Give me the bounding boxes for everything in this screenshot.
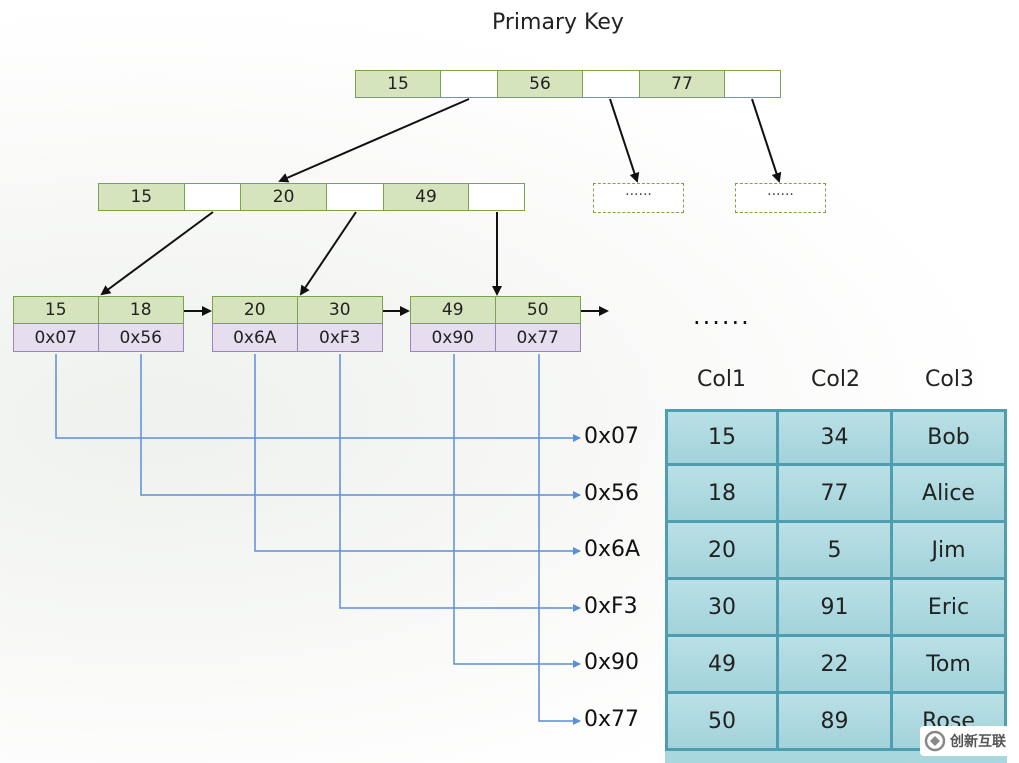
leaf-node: 20 30 0x6A 0xF3 [212, 296, 383, 352]
root-pointer [441, 71, 498, 97]
table-column-header: Col2 [811, 367, 860, 392]
root-key: 15 [356, 71, 441, 97]
placeholder-node: ...... [593, 183, 684, 213]
leaf-key: 30 [297, 296, 383, 324]
more-leaves-ellipsis: ...... [693, 302, 751, 330]
table-cell: Alice [893, 466, 1007, 523]
tree-pointer-arrow [100, 211, 214, 296]
table-row: 15 34 Bob [665, 409, 1007, 466]
tree-pointer-arrow [278, 98, 470, 183]
leaf-key: 20 [212, 296, 298, 324]
diagram-title: Primary Key [492, 10, 624, 35]
address-label: 0x90 [584, 650, 640, 675]
table-row: 20 5 Jim [665, 523, 1007, 580]
table-row: 18 77 Alice [665, 466, 1007, 523]
table-column-header: Col3 [925, 367, 974, 392]
address-label: 0x6A [584, 537, 641, 562]
tree-pointer-arrow [609, 98, 640, 183]
table-cell: 5 [779, 523, 893, 580]
watermark-text: 创新互联 [950, 734, 1006, 750]
table-cell: 49 [665, 637, 779, 694]
table-row: 49 22 Tom [665, 637, 1007, 694]
internal-pointer [469, 184, 524, 210]
table-cell: 18 [665, 466, 779, 523]
internal-key: 15 [99, 184, 185, 210]
table-cell: 22 [779, 637, 893, 694]
address-link [339, 354, 581, 612]
address-link [140, 354, 581, 499]
address-link [254, 354, 581, 555]
table-cell: 89 [779, 694, 893, 751]
root-pointer [583, 71, 640, 97]
leaf-key: 18 [98, 296, 184, 324]
table-cell: Bob [893, 409, 1007, 466]
data-table: 15 34 Bob 18 77 Alice 20 5 Jim 30 91 Eri… [665, 409, 1007, 763]
address-label: 0x56 [584, 481, 640, 506]
table-cell: 20 [665, 523, 779, 580]
address-label: 0xF3 [584, 594, 638, 619]
internal-pointer [184, 184, 242, 210]
leaf-node: 49 50 0x90 0x77 [410, 296, 581, 352]
address-label: 0x07 [584, 424, 640, 449]
leaf-node: 15 18 0x07 0x56 [13, 296, 184, 352]
table-cell: 77 [779, 466, 893, 523]
address-link [453, 354, 581, 668]
internal-pointer [326, 184, 384, 210]
address-link [55, 354, 581, 442]
table-cell: Eric [893, 580, 1007, 637]
leaf-address: 0x6A [212, 324, 298, 352]
table-cell: 15 [665, 409, 779, 466]
placeholder-node: ...... [735, 183, 826, 213]
root-node: 15 56 77 [355, 70, 781, 98]
table-column-header: Col1 [697, 367, 746, 392]
leaf-address: 0x77 [495, 324, 581, 352]
leaf-key: 50 [495, 296, 581, 324]
internal-node: 15 20 49 [98, 183, 525, 211]
leaf-address: 0x90 [410, 324, 496, 352]
leaf-address: 0x07 [13, 324, 99, 352]
internal-key: 49 [383, 184, 470, 210]
root-pointer [725, 71, 779, 97]
leaf-address: 0xF3 [297, 324, 383, 352]
address-link [538, 354, 581, 725]
root-key: 56 [498, 71, 583, 97]
table-cell: 91 [779, 580, 893, 637]
leaf-key: 15 [13, 296, 99, 324]
table-cell: 30 [665, 580, 779, 637]
leaf-key: 49 [410, 296, 496, 324]
table-cell: Tom [893, 637, 1007, 694]
watermark: 创新互联 [920, 726, 1019, 756]
table-cell: 50 [665, 694, 779, 751]
table-cell: 34 [779, 409, 893, 466]
tree-pointer-arrow [751, 98, 782, 183]
root-key: 77 [640, 71, 725, 97]
table-cell: Jim [893, 523, 1007, 580]
table-row: 30 91 Eric [665, 580, 1007, 637]
logo-icon [924, 730, 946, 752]
tree-pointer-arrow [299, 211, 357, 296]
address-label: 0x77 [584, 707, 640, 732]
leaf-address: 0x56 [98, 324, 184, 352]
internal-key: 20 [241, 184, 327, 210]
